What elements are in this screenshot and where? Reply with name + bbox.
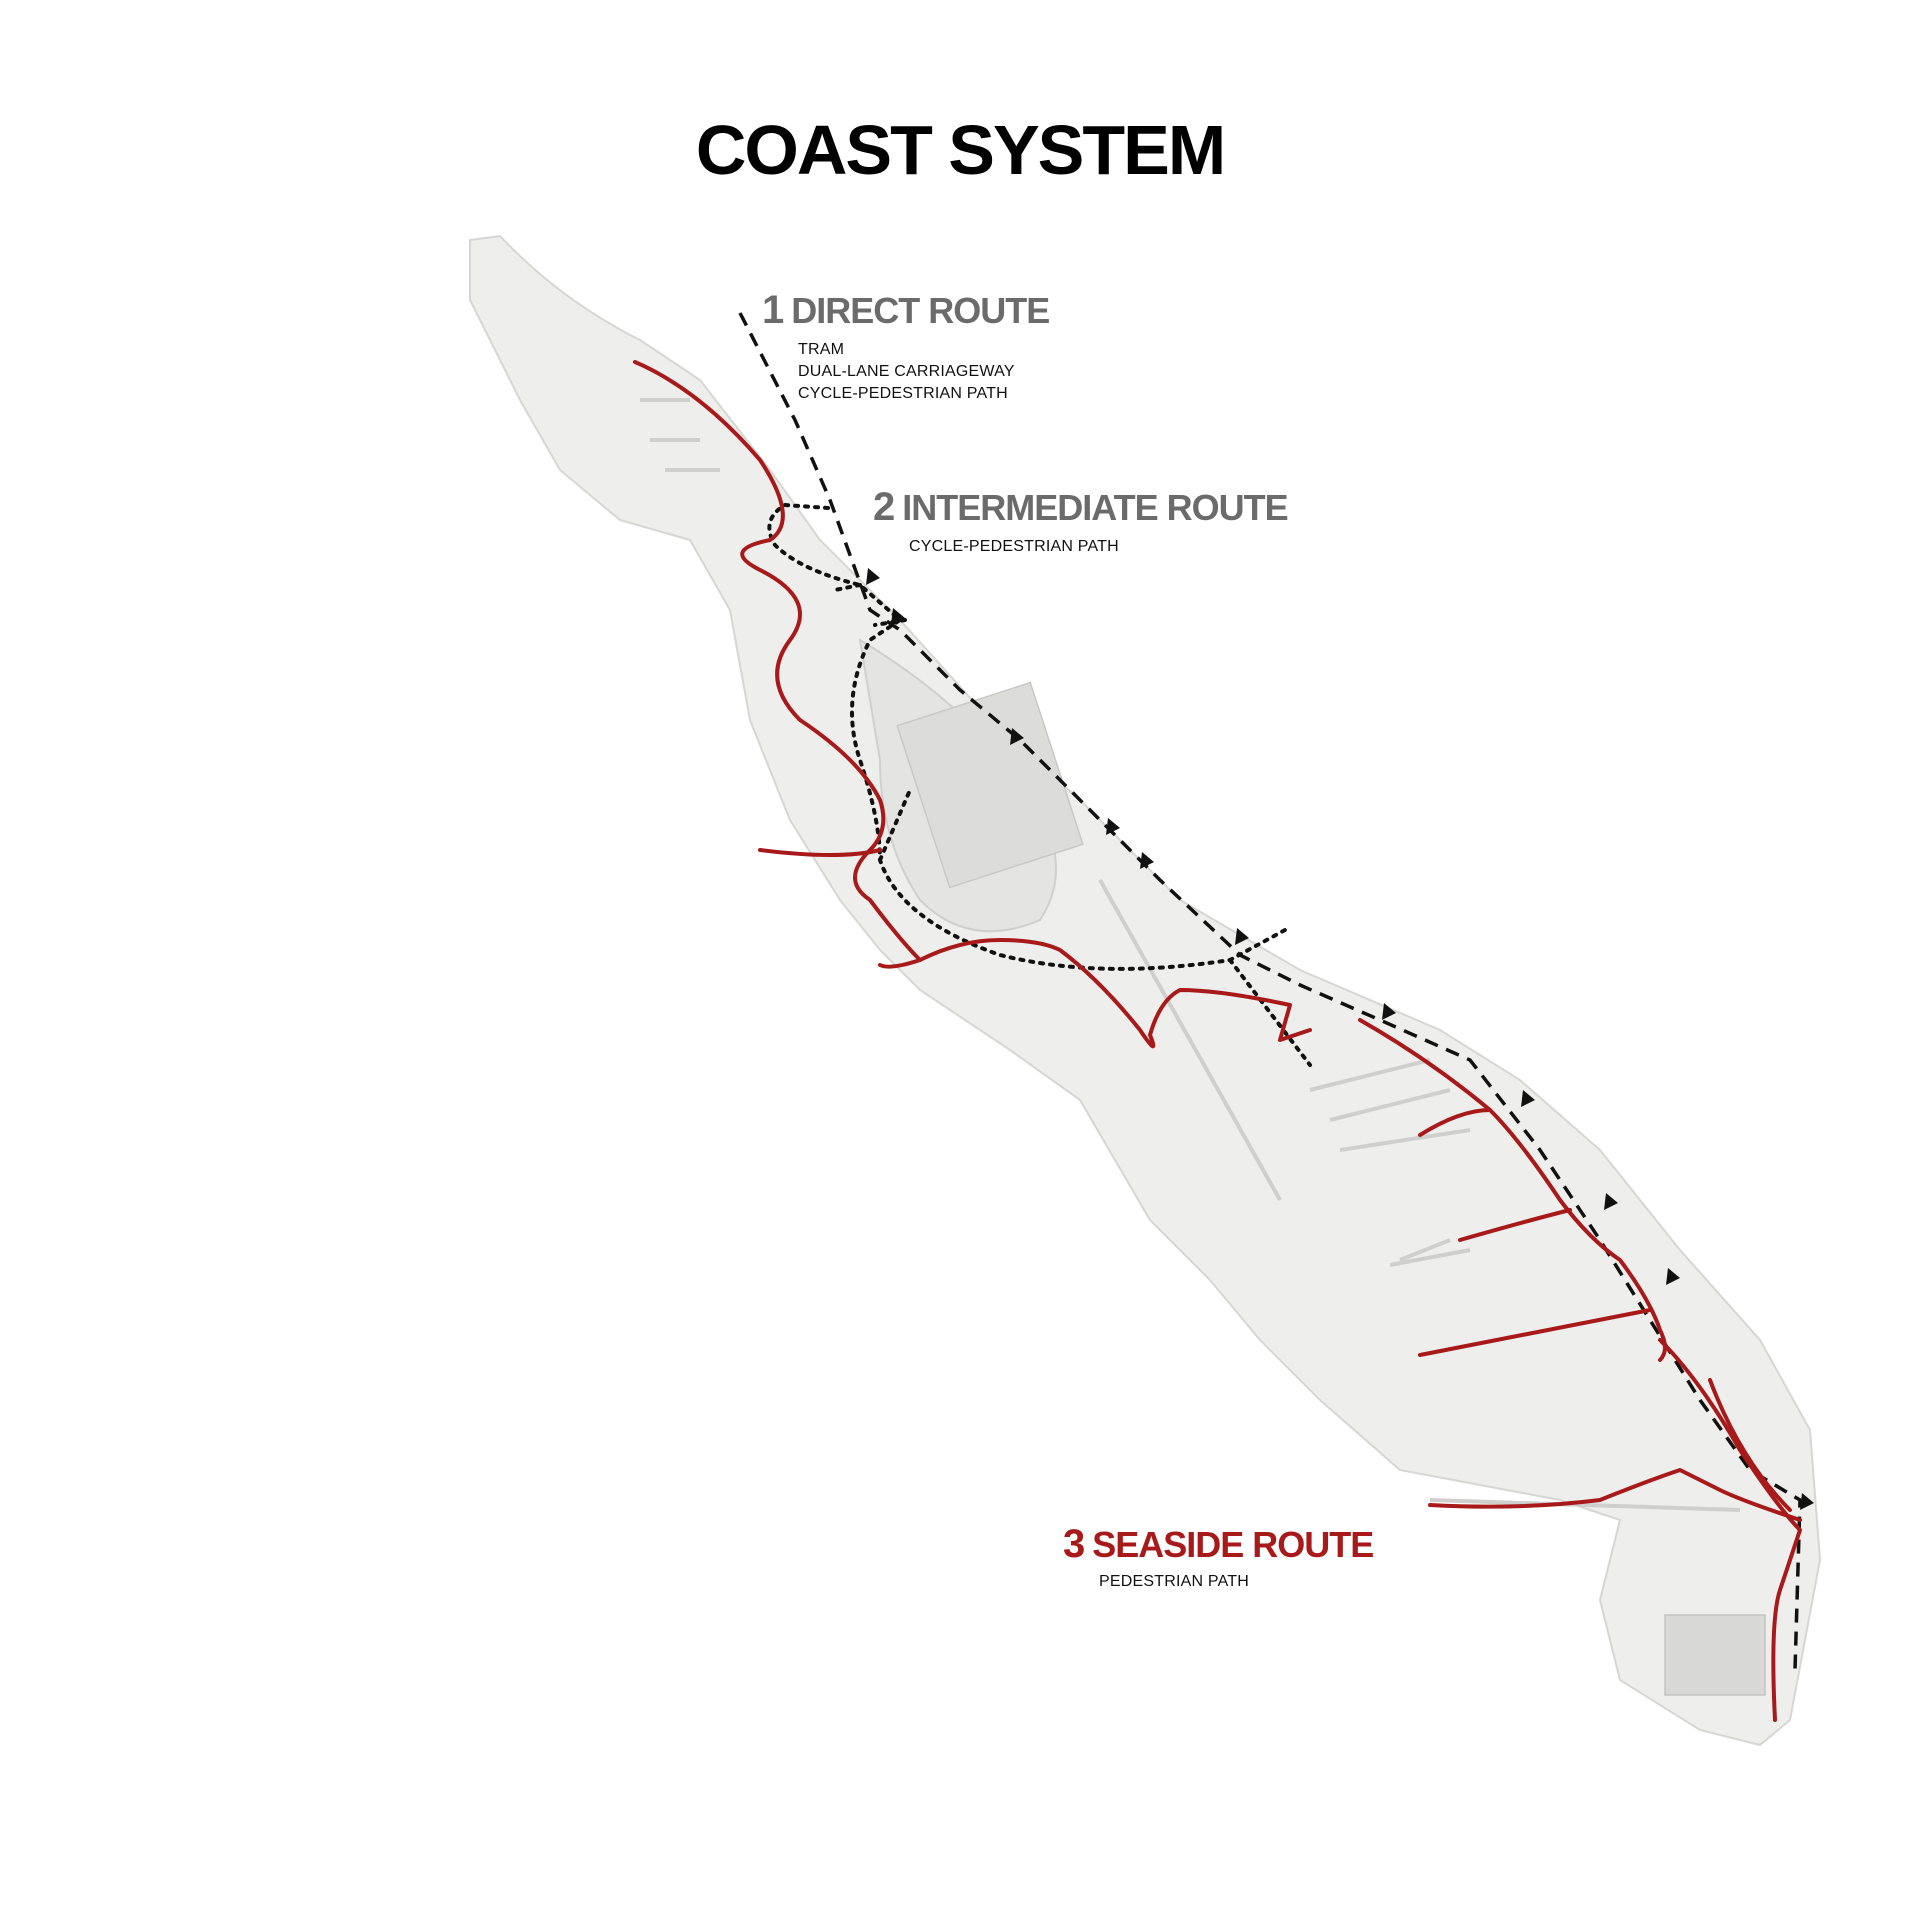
route-feature: CYCLE-PEDESTRIAN PATH (798, 385, 1008, 402)
south-square (1664, 1614, 1766, 1696)
route-name: DIRECT ROUTE (791, 290, 1050, 331)
route-number: 3 (1063, 1522, 1085, 1566)
direct-route-line (738, 312, 1802, 1671)
intermediate-route-line (767, 502, 1312, 1067)
coastal-land (469, 234, 1822, 1747)
building-block (896, 681, 1084, 889)
piers (640, 398, 1741, 1512)
route-feature: PEDESTRIAN PATH (1099, 1573, 1249, 1590)
route-feature: CYCLE-PEDESTRIAN PATH (909, 538, 1119, 555)
route-name: SEASIDE ROUTE (1092, 1524, 1374, 1565)
route-name: INTERMEDIATE ROUTE (902, 487, 1288, 528)
route-feature: TRAM (798, 341, 845, 358)
route-feature: DUAL-LANE CARRIAGEWAY (798, 363, 1015, 380)
seaside-route-lines (633, 360, 1802, 1722)
route-number: 1 (762, 288, 784, 332)
route-number: 2 (873, 485, 895, 529)
map-title: COAST SYSTEM (695, 111, 1226, 189)
